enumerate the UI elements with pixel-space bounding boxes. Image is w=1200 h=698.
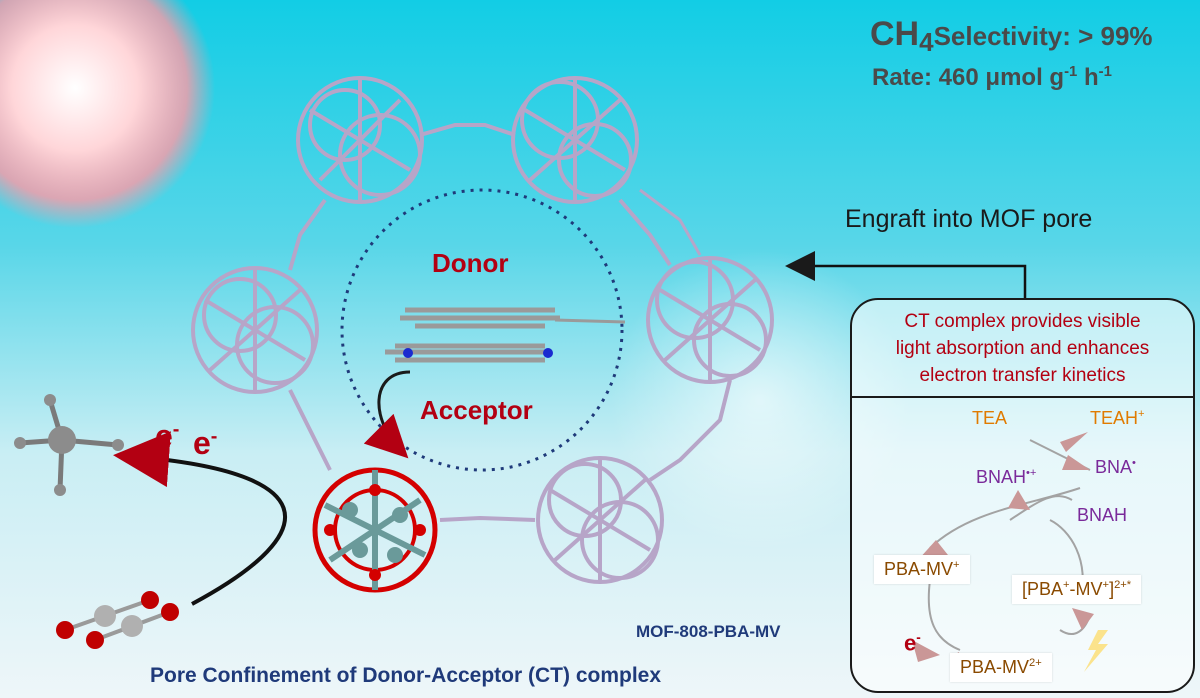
panel-electron-symbol: e bbox=[904, 630, 917, 656]
excited-part-c-charge: 2+* bbox=[1114, 579, 1132, 591]
panel-divider bbox=[852, 396, 1193, 398]
rate-sup-1: -1 bbox=[1064, 64, 1078, 80]
framework-linker bbox=[639, 188, 702, 256]
pore-outline bbox=[340, 188, 624, 472]
excited-part-a-charge: + bbox=[1063, 579, 1070, 591]
conversion-arrow bbox=[113, 431, 287, 606]
figure-caption: Pore Confinement of Donor-Acceptor (CT) … bbox=[150, 664, 662, 687]
panel-text-line-2: light absorption and enhances bbox=[895, 338, 1150, 359]
electron-charge: - bbox=[172, 418, 180, 441]
selectivity-metric: CH4Selectivity: > 99% bbox=[870, 15, 1153, 58]
electron-symbol: e bbox=[193, 425, 211, 461]
teah-text: TEAH bbox=[1090, 408, 1139, 428]
panel-electron: e- bbox=[904, 630, 921, 656]
framework-linker bbox=[618, 198, 672, 267]
electron-label-2: e- bbox=[193, 425, 217, 462]
selectivity-subscript: 4 bbox=[919, 27, 934, 58]
excited-part-c: ] bbox=[1109, 579, 1115, 599]
excited-part-b: -MV bbox=[1069, 579, 1103, 599]
donor-molecule bbox=[400, 307, 626, 329]
species-tea: TEA bbox=[972, 408, 1008, 428]
framework-linker bbox=[439, 515, 536, 522]
species-excited-complex: [PBA+-MV+]2+* bbox=[1012, 575, 1142, 604]
species-teah: TEAH+ bbox=[1090, 408, 1145, 429]
mechanism-panel: CT complex provides visible light absorp… bbox=[850, 298, 1195, 693]
engraft-label: Engraft into MOF pore bbox=[845, 205, 1093, 233]
framework-linker bbox=[288, 389, 332, 471]
bnah-radical-text: BNAH bbox=[976, 467, 1027, 487]
framework-linker bbox=[419, 123, 516, 137]
rate-unit-h: h bbox=[1077, 64, 1099, 91]
rate-metric: Rate: 460 μmol g-1 h-1 bbox=[872, 64, 1112, 92]
species-pba-mv2: PBA-MV2+ bbox=[950, 653, 1052, 682]
pba-mv-plus-text: PBA-MV bbox=[884, 559, 954, 579]
sun-glow bbox=[0, 0, 215, 228]
species-bnah-radical: BNAH•+ bbox=[976, 467, 1036, 488]
framework-linker bbox=[288, 198, 327, 271]
light-flare bbox=[610, 250, 910, 550]
selectivity-molecule: CH bbox=[870, 15, 920, 53]
electron-label-1: e- bbox=[155, 418, 179, 455]
engraft-arrow bbox=[785, 251, 1027, 298]
panel-electron-charge: - bbox=[916, 630, 921, 645]
framework-node bbox=[191, 266, 319, 394]
rate-prefix: Rate: 460 μmol g bbox=[872, 64, 1065, 91]
bna-text: BNA bbox=[1095, 457, 1133, 477]
mof-framework bbox=[191, 76, 774, 584]
species-pba-mv-plus: PBA-MV+ bbox=[874, 555, 970, 584]
excited-part-b-charge: + bbox=[1102, 579, 1110, 591]
framework-node bbox=[296, 76, 424, 204]
framework-node bbox=[536, 456, 664, 584]
panel-description: CT complex provides visible light absorp… bbox=[852, 308, 1193, 389]
donor-label: Donor bbox=[432, 248, 509, 278]
framework-node bbox=[646, 256, 774, 384]
panel-text-line-1: CT complex provides visible bbox=[904, 311, 1141, 332]
framework-node bbox=[511, 76, 639, 204]
bnah-radical-charge: •+ bbox=[1026, 467, 1037, 479]
co2-molecule bbox=[56, 591, 179, 649]
excited-part-a: [PBA bbox=[1022, 579, 1064, 599]
teah-charge: + bbox=[1138, 408, 1145, 420]
transfer-arrow bbox=[363, 370, 411, 459]
electron-symbol: e bbox=[155, 418, 173, 454]
acceptor-molecule bbox=[385, 343, 553, 363]
mof-name-label: MOF-808-PBA-MV bbox=[636, 622, 781, 641]
selectivity-text: Selectivity: > 99% bbox=[933, 21, 1153, 51]
bna-charge: • bbox=[1132, 457, 1136, 469]
framework-linker bbox=[648, 379, 732, 482]
acceptor-label: Acceptor bbox=[420, 395, 533, 425]
species-bnah: BNAH bbox=[1077, 505, 1128, 525]
pba-mv-plus-charge: + bbox=[953, 559, 960, 571]
electron-charge: - bbox=[210, 425, 218, 448]
panel-text-line-3: electron transfer kinetics bbox=[919, 365, 1126, 386]
methane-molecule bbox=[14, 394, 124, 496]
rate-sup-2: -1 bbox=[1098, 64, 1112, 80]
zr-cluster bbox=[312, 467, 438, 593]
species-bna: BNA• bbox=[1095, 457, 1136, 478]
pba-mv2-charge: 2+ bbox=[1029, 657, 1042, 669]
pba-mv2-text: PBA-MV bbox=[960, 657, 1030, 677]
